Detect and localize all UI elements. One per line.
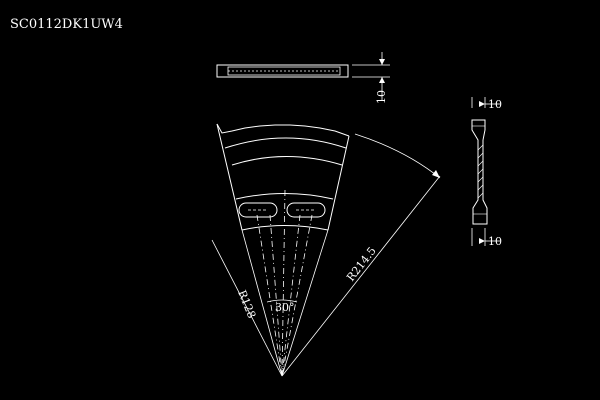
radial-line-right xyxy=(281,229,329,377)
radial-center-5 xyxy=(281,214,313,377)
side-thickness-dim: 10 xyxy=(375,90,388,104)
sector-view: R128 R214.5 30° xyxy=(211,123,441,377)
end-view-hatch xyxy=(472,125,487,215)
angle-arc xyxy=(266,299,298,303)
radius-ext-left xyxy=(211,239,283,377)
radial-line-left xyxy=(241,229,283,377)
sector-outer-edge xyxy=(216,123,350,137)
slot-left xyxy=(238,202,278,218)
sector-arc-3 xyxy=(235,193,334,200)
radial-center-4 xyxy=(281,214,301,377)
part-number-label: SC0112DK1UW4 xyxy=(10,17,123,32)
angle-dim: 30° xyxy=(275,301,295,314)
sector-right-edge xyxy=(327,135,350,231)
inner-radius-dim: R128 xyxy=(235,288,258,320)
outer-radius-arrowhead xyxy=(432,170,440,178)
end-dim-top: 10 xyxy=(488,98,502,111)
radial-center-1 xyxy=(256,214,283,377)
end-view: 10 10 xyxy=(471,97,502,248)
sector-arc-1 xyxy=(224,137,347,149)
end-dim-bottom: 10 xyxy=(488,235,502,248)
side-view-outline xyxy=(216,64,349,78)
radial-center-3 xyxy=(281,189,286,377)
side-view: 10 xyxy=(216,52,390,104)
sector-left-edge xyxy=(216,123,243,231)
end-arrowhead-bottom xyxy=(479,238,485,244)
sector-arc-4 xyxy=(241,225,329,231)
outer-radius-arc xyxy=(354,133,441,179)
sector-arc-2 xyxy=(231,156,343,166)
radial-center-2 xyxy=(269,214,283,377)
end-arrowhead-top xyxy=(479,101,485,107)
side-arrowhead-bottom xyxy=(379,77,385,83)
outer-radius-dim: R214.5 xyxy=(344,244,379,283)
end-view-profile xyxy=(471,119,488,225)
side-arrowhead-top xyxy=(379,59,385,65)
slot-right xyxy=(286,202,326,218)
radius-ext-right xyxy=(281,175,441,377)
